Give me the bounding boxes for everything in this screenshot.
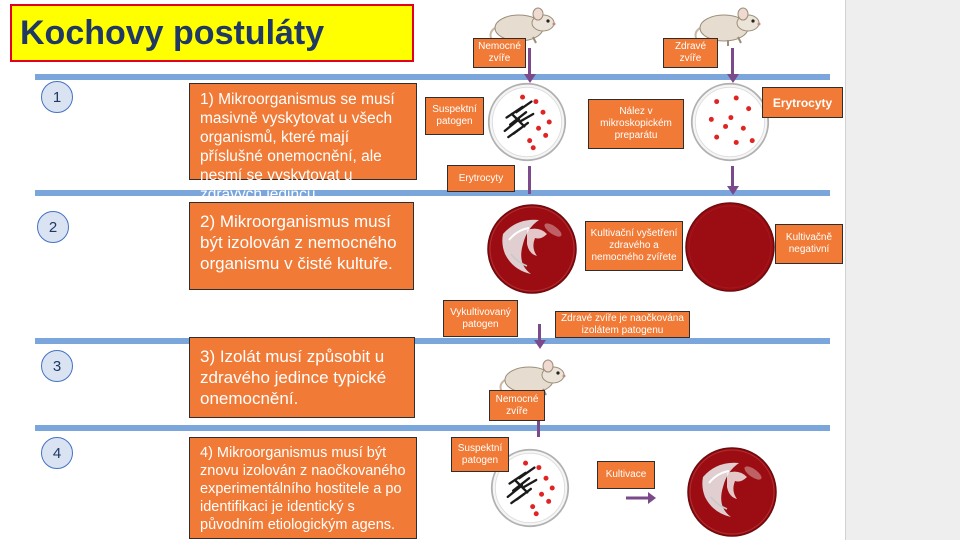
postulate-1-text: 1) Mikroorganismus se musí masivně vysky… <box>189 83 417 203</box>
label-erythrocytes-bottom: Erytrocyty <box>447 165 515 192</box>
arrow-head-row3 <box>534 340 546 349</box>
label-cultivation: Kultivace <box>597 461 655 489</box>
separator-band-1 <box>35 74 830 80</box>
arrow-line-row1-left <box>528 166 531 194</box>
page-title: Kochovy postuláty <box>20 14 325 52</box>
postulate-3-text: 3) Izolát musí způsobit u zdravého jedin… <box>189 337 415 418</box>
agar-plate-colony-icon <box>687 447 777 537</box>
arrow-head-row1-right <box>727 186 739 195</box>
arrow-line-row1-right <box>731 166 734 188</box>
label-cultured-pathogen: Vykultivovaný patogen <box>443 300 518 337</box>
separator-band-3 <box>35 338 830 344</box>
label-sick-animal-top: Nemocné zvíře <box>473 38 526 68</box>
arrow-head-healthy-top <box>727 74 739 83</box>
arrow-line-row3-to-4 <box>537 417 540 437</box>
step-number-3: 3 <box>41 350 73 382</box>
label-culture-healthy: Kultivační vyšetření zdravého a nemocnéh… <box>585 221 683 271</box>
postulate-4-text: 4) Mikroorganismus musí být znovu izolov… <box>189 437 417 539</box>
step-number-1: 1 <box>41 81 73 113</box>
arrow-line-row3 <box>538 324 541 342</box>
step-number-4: 4 <box>41 437 73 469</box>
separator-band-2 <box>35 190 830 196</box>
separator-band-4 <box>35 425 830 431</box>
title-box: Kochovy postuláty <box>10 4 414 62</box>
label-suspect-pathogen-1: Suspektní patogen <box>425 97 484 135</box>
agar-plate-colony-icon <box>487 204 577 294</box>
arrow-line-sick-top <box>528 48 531 78</box>
postulate-2-text: 2) Mikroorganismus musí být izolován z n… <box>189 202 414 290</box>
label-microscopy-finding: Nález v mikroskopickém preparátu <box>588 99 684 149</box>
arrow-line-healthy-top <box>731 48 734 78</box>
label-erythrocytes-right: Erytrocyty <box>762 87 843 118</box>
arrow-head-sick-top <box>524 74 536 83</box>
petri-dish-empty-icon <box>690 82 770 162</box>
step-number-2: 2 <box>37 211 69 243</box>
label-suspect-pathogen-4: Suspektní patogen <box>451 437 509 472</box>
petri-dish-bacteria-icon <box>487 82 567 162</box>
label-healthy-animal-top: Zdravé zvíře <box>663 38 718 68</box>
label-culture-negative: Kultivačně negativní <box>775 224 843 264</box>
label-sick-animal-3: Nemocné zvíře <box>489 390 545 421</box>
arrow-right-cultivation <box>626 492 656 504</box>
right-margin-panel <box>845 0 960 540</box>
agar-plate-blank-icon <box>685 202 775 292</box>
label-healthy-inoculated: Zdravé zvíře je naočkována izolátem pato… <box>555 311 690 338</box>
